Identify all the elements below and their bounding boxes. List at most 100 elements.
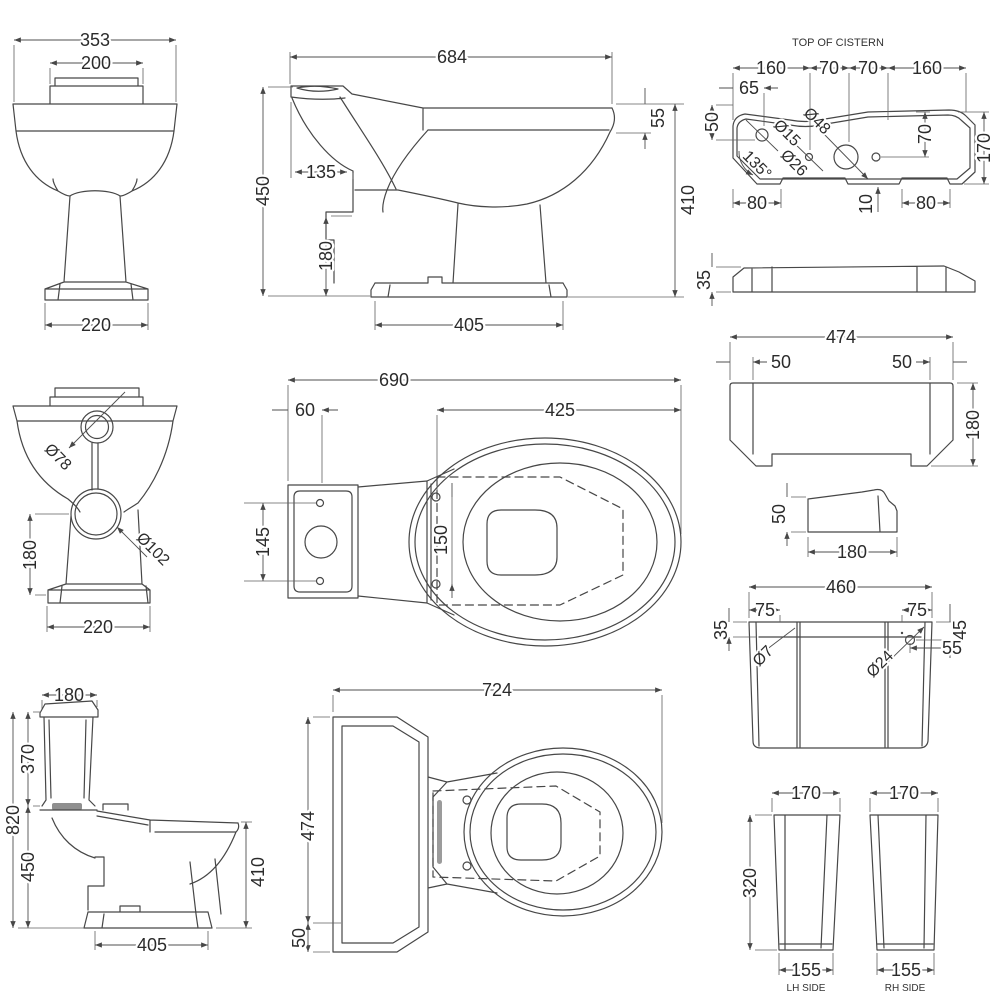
dim-65-label: 65	[739, 78, 759, 98]
dim-200-label: 200	[81, 53, 111, 73]
dim-35-ext	[716, 266, 741, 293]
cistern-hole-15	[804, 152, 814, 162]
hinge-hole-bottom2	[462, 861, 472, 871]
cistern-hole-right	[871, 152, 881, 162]
dim-425-label: 425	[545, 400, 575, 420]
dim-474p-ext	[313, 716, 341, 924]
dim-70R-label: 70	[858, 58, 878, 78]
dim-50p-label: 50	[289, 928, 309, 948]
flush-opening	[486, 509, 558, 576]
dim-370-label: 370	[18, 744, 38, 774]
dim-75R-label: 75	[907, 600, 927, 620]
dim-50-label: 50	[702, 112, 722, 132]
dim-70v-ext	[881, 111, 930, 158]
hinge-slot	[437, 800, 442, 864]
view-lid-plan: 474 50 50 180	[716, 325, 985, 467]
cistern-top-outline	[732, 109, 976, 185]
dim-145-label: 145	[253, 527, 273, 557]
dim-180d-ext	[931, 382, 978, 467]
view-pan-side: 684 450 135 180 405 55 410	[251, 45, 701, 338]
dim-50-ext	[716, 104, 755, 141]
dim-180b-label: 180	[20, 540, 40, 570]
dim-220b-label: 220	[83, 617, 113, 637]
hinge-hole-top	[431, 492, 441, 502]
view-pan-plan: 690 60 425 145 150	[244, 368, 682, 647]
dim-724-ext	[332, 695, 663, 823]
dim-50h-ext	[791, 496, 806, 533]
angle-leader-arc	[738, 150, 754, 176]
inlet-hole-outer	[80, 410, 114, 444]
dim-405f-label: 405	[137, 935, 167, 955]
dim-35r-label: 35	[711, 620, 731, 640]
dim-170L-label: 170	[791, 783, 821, 803]
dim-684-label: 684	[437, 47, 467, 67]
dim-75L-label: 75	[755, 600, 775, 620]
rim-hidden-outline	[436, 476, 624, 606]
cistern-gasket	[52, 803, 82, 810]
seat-outer-ellipse2	[463, 747, 663, 917]
cf-leaders	[765, 627, 924, 664]
seat-ring-opening	[462, 462, 658, 622]
dim-405-ext	[374, 301, 564, 330]
cistern-front-outline	[748, 621, 933, 749]
dim-353-ext	[13, 45, 177, 102]
inlet-leader	[68, 391, 126, 449]
view-pan-front: 353 200 220	[12, 28, 178, 337]
hole-leaders	[745, 119, 868, 179]
dim-474-ext	[729, 342, 954, 380]
dim-155R-label: 155	[891, 960, 921, 980]
view-lid-side: 35	[692, 253, 976, 306]
dim-55o-label: 55	[942, 638, 962, 658]
dim-60-label: 60	[295, 400, 315, 420]
dim-135-label: 135	[306, 162, 336, 182]
dim-170R-label: 170	[889, 783, 919, 803]
cistern-hole-48	[833, 144, 859, 170]
dim-410-label: 410	[678, 185, 698, 215]
pan-back-outline	[12, 387, 178, 604]
dim-80L-label: 80	[747, 193, 767, 213]
dim-170-label: 170	[974, 133, 994, 163]
outlet-hole-inner	[74, 492, 118, 536]
wc-side-outline	[39, 700, 240, 929]
dim-410f-label: 410	[248, 857, 268, 887]
seat-ring-opening2	[490, 771, 624, 895]
dim-50h-label: 50	[769, 504, 789, 524]
dim-170L-ext	[771, 798, 841, 812]
dim-180-label: 180	[316, 241, 336, 271]
rim-hidden-outline2	[432, 785, 601, 882]
dim-180d-label: 180	[963, 410, 983, 440]
cistern-top-title: TOP OF CISTERN	[792, 37, 884, 49]
seat-outer-inner-line	[414, 443, 676, 641]
dim-160R-label: 160	[912, 58, 942, 78]
center-dot	[900, 631, 904, 635]
view-wc-plan: 724 474 50	[287, 678, 663, 953]
pan-front-outline	[12, 77, 178, 301]
view-cistern-front: Ø7 Ø24 460 75 75 35 45 55	[709, 575, 972, 749]
dim-10-label: 10	[856, 194, 876, 214]
dim-320-ext	[755, 814, 777, 951]
plate-centre-hole	[304, 525, 338, 559]
dim-353-label: 353	[80, 30, 110, 50]
view-side-panels: 320 170 170 155 155 LH SIDE RH SIDE	[738, 781, 939, 994]
dim-180b-ext	[35, 513, 69, 596]
dim-724-label: 724	[482, 680, 512, 700]
dim-45-ext	[916, 621, 955, 641]
seat-outer-ellipse	[408, 437, 682, 647]
dim-405-label: 405	[454, 315, 484, 335]
dim-460-label: 460	[826, 577, 856, 597]
dim-135-ext	[290, 102, 354, 179]
dim-405f-ext	[94, 931, 209, 950]
view-lid-end: 50 180	[767, 483, 898, 564]
dim-220-label: 220	[81, 315, 111, 335]
dim-410f-ext	[216, 821, 252, 929]
dim-200-ext	[49, 68, 144, 84]
dim-55-label: 55	[648, 108, 668, 128]
dim-50R-label: 50	[892, 352, 912, 372]
seat-outer-inner-line2	[469, 753, 657, 911]
dim-684-ext	[289, 52, 613, 104]
dim-180w-label: 180	[837, 542, 867, 562]
dim-35-label: 35	[694, 270, 714, 290]
